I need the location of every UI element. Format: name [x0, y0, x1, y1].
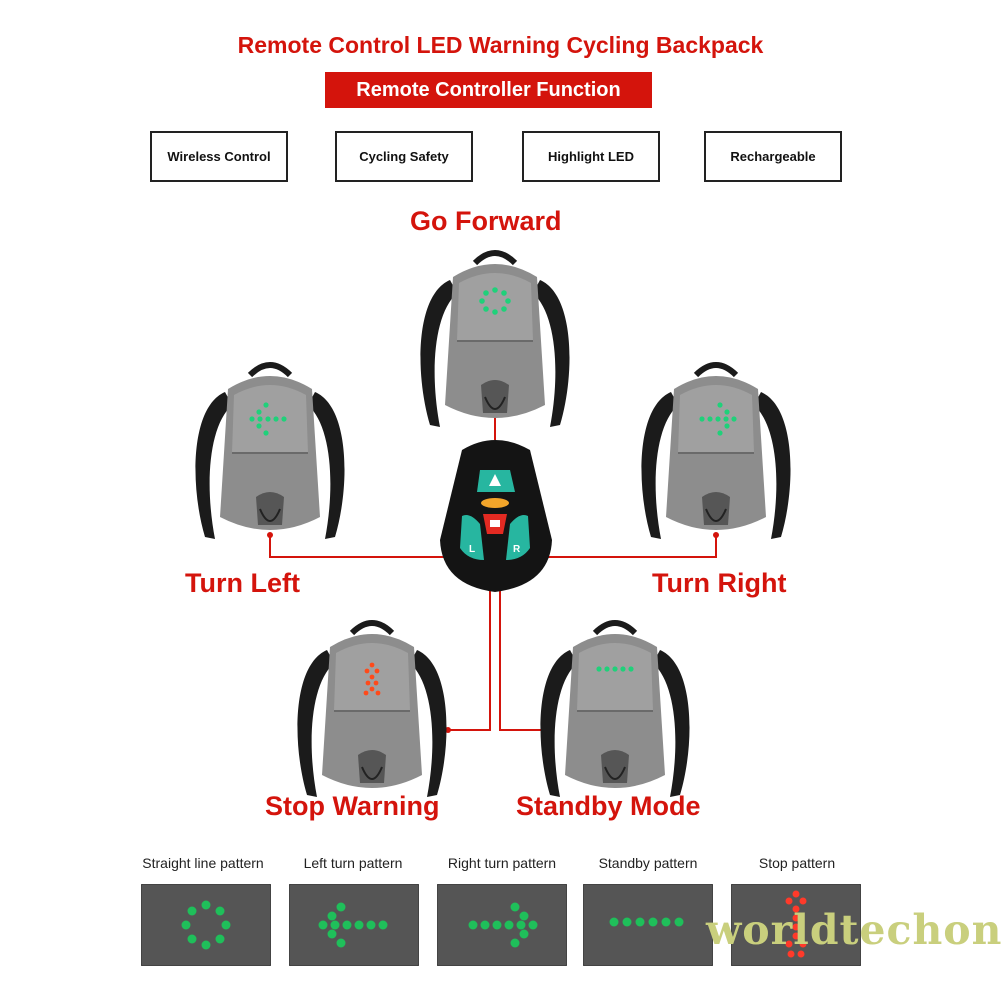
mode-turn-left: Turn Left — [185, 568, 300, 598]
pattern-label-standby: Standby pattern — [598, 855, 698, 871]
pattern-panel-right — [437, 884, 567, 966]
mode-go-forward: Go Forward — [410, 206, 562, 236]
section-banner: Remote Controller Function — [325, 72, 652, 108]
mode-standby: Standby Mode — [516, 791, 701, 821]
backpack-left — [195, 365, 344, 539]
pattern-label-right: Right turn pattern — [447, 855, 557, 871]
feature-rechargeable: Rechargeable — [704, 131, 842, 182]
backpack-stop — [297, 623, 446, 797]
page-title: Remote Control LED Warning Cycling Backp… — [237, 32, 764, 58]
pattern-label-straight: Straight line pattern — [142, 855, 264, 871]
pattern-label-stop: Stop pattern — [758, 855, 836, 871]
feature-cycling-safety: Cycling Safety — [335, 131, 473, 182]
watermark: worldtechon — [706, 906, 1001, 954]
pattern-panel-standby — [583, 884, 713, 966]
feature-wireless-control: Wireless Control — [150, 131, 288, 182]
remote-left-key: L — [469, 544, 476, 555]
mode-turn-right: Turn Right — [652, 568, 787, 598]
feature-highlight-led: Highlight LED — [522, 131, 660, 182]
backpack-forward — [420, 253, 569, 427]
backpack-standby — [540, 623, 689, 797]
remote-controller — [440, 440, 552, 592]
pattern-panel-left — [289, 884, 419, 966]
pattern-label-left: Left turn pattern — [303, 855, 403, 871]
pattern-panel-straight — [141, 884, 271, 966]
pattern-panel-stop — [731, 884, 861, 966]
mode-stop-warning: Stop Warning — [265, 791, 440, 821]
backpack-right — [641, 365, 790, 539]
remote-right-key: R — [513, 544, 521, 555]
